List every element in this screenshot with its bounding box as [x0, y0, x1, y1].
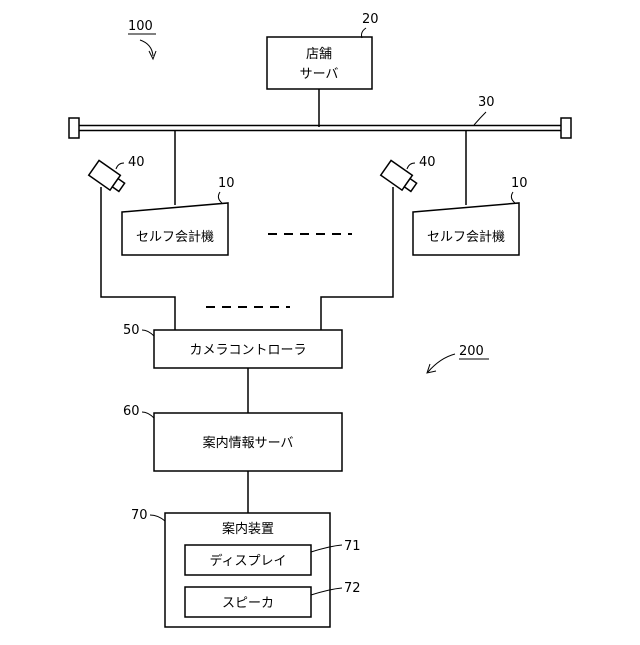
guide-info-server-ref: 60 — [123, 404, 140, 419]
self-checkout-right: セルフ会計機 10 — [413, 176, 528, 255]
guide-info-server: 案内情報サーバ 60 — [123, 404, 342, 471]
bus-terminator-left — [69, 118, 79, 138]
store-server-label-1: 店舗 — [306, 47, 332, 62]
store-server-label-2: サーバ — [300, 67, 339, 82]
guide-device: 案内装置 70 ディスプレイ 71 スピーカ 72 — [131, 508, 361, 627]
camera-controller: カメラコントローラ 50 — [123, 323, 342, 368]
self-checkout-right-ref: 10 — [511, 176, 528, 191]
speaker-ref: 72 — [344, 581, 361, 596]
store-server-ref: 20 — [362, 12, 379, 27]
self-checkout-right-box — [413, 203, 519, 255]
guide-device-label: 案内装置 — [222, 521, 274, 537]
display-ref: 71 — [344, 539, 361, 554]
speaker-label: スピーカ — [222, 596, 274, 611]
guide-info-server-label: 案内情報サーバ — [203, 435, 294, 451]
camera-left: 40 — [89, 155, 145, 195]
self-checkout-left-ref: 10 — [218, 176, 235, 191]
system-ref-200-label: 200 — [459, 344, 484, 359]
guide-device-ref: 70 — [131, 508, 148, 523]
self-checkout-right-label: セルフ会計機 — [427, 229, 505, 245]
camera-left-ref: 40 — [128, 155, 145, 170]
display-label: ディスプレイ — [209, 553, 286, 569]
camera-controller-label: カメラコントローラ — [189, 343, 306, 358]
camera-right: 40 — [381, 155, 436, 195]
system-ref-label: 100 — [128, 19, 153, 34]
self-checkout-left: セルフ会計機 10 — [122, 176, 235, 255]
camera-right-icon — [381, 160, 419, 194]
self-checkout-left-box — [122, 203, 228, 255]
store-server: 店舗 サーバ 20 — [267, 12, 379, 89]
camera-right-ref: 40 — [419, 155, 436, 170]
network-bus: 30 — [69, 95, 571, 138]
network-ref: 30 — [478, 95, 495, 110]
system-ref-200: 200 — [427, 344, 489, 373]
self-checkout-left-label: セルフ会計機 — [136, 229, 214, 245]
display: ディスプレイ 71 — [185, 539, 361, 575]
bus-terminator-right — [561, 118, 571, 138]
speaker: スピーカ 72 — [185, 581, 361, 617]
camera-controller-ref: 50 — [123, 323, 140, 338]
camera-left-icon — [89, 160, 127, 194]
system-ref-100: 100 — [128, 19, 156, 59]
camera-right-wire — [321, 187, 393, 330]
